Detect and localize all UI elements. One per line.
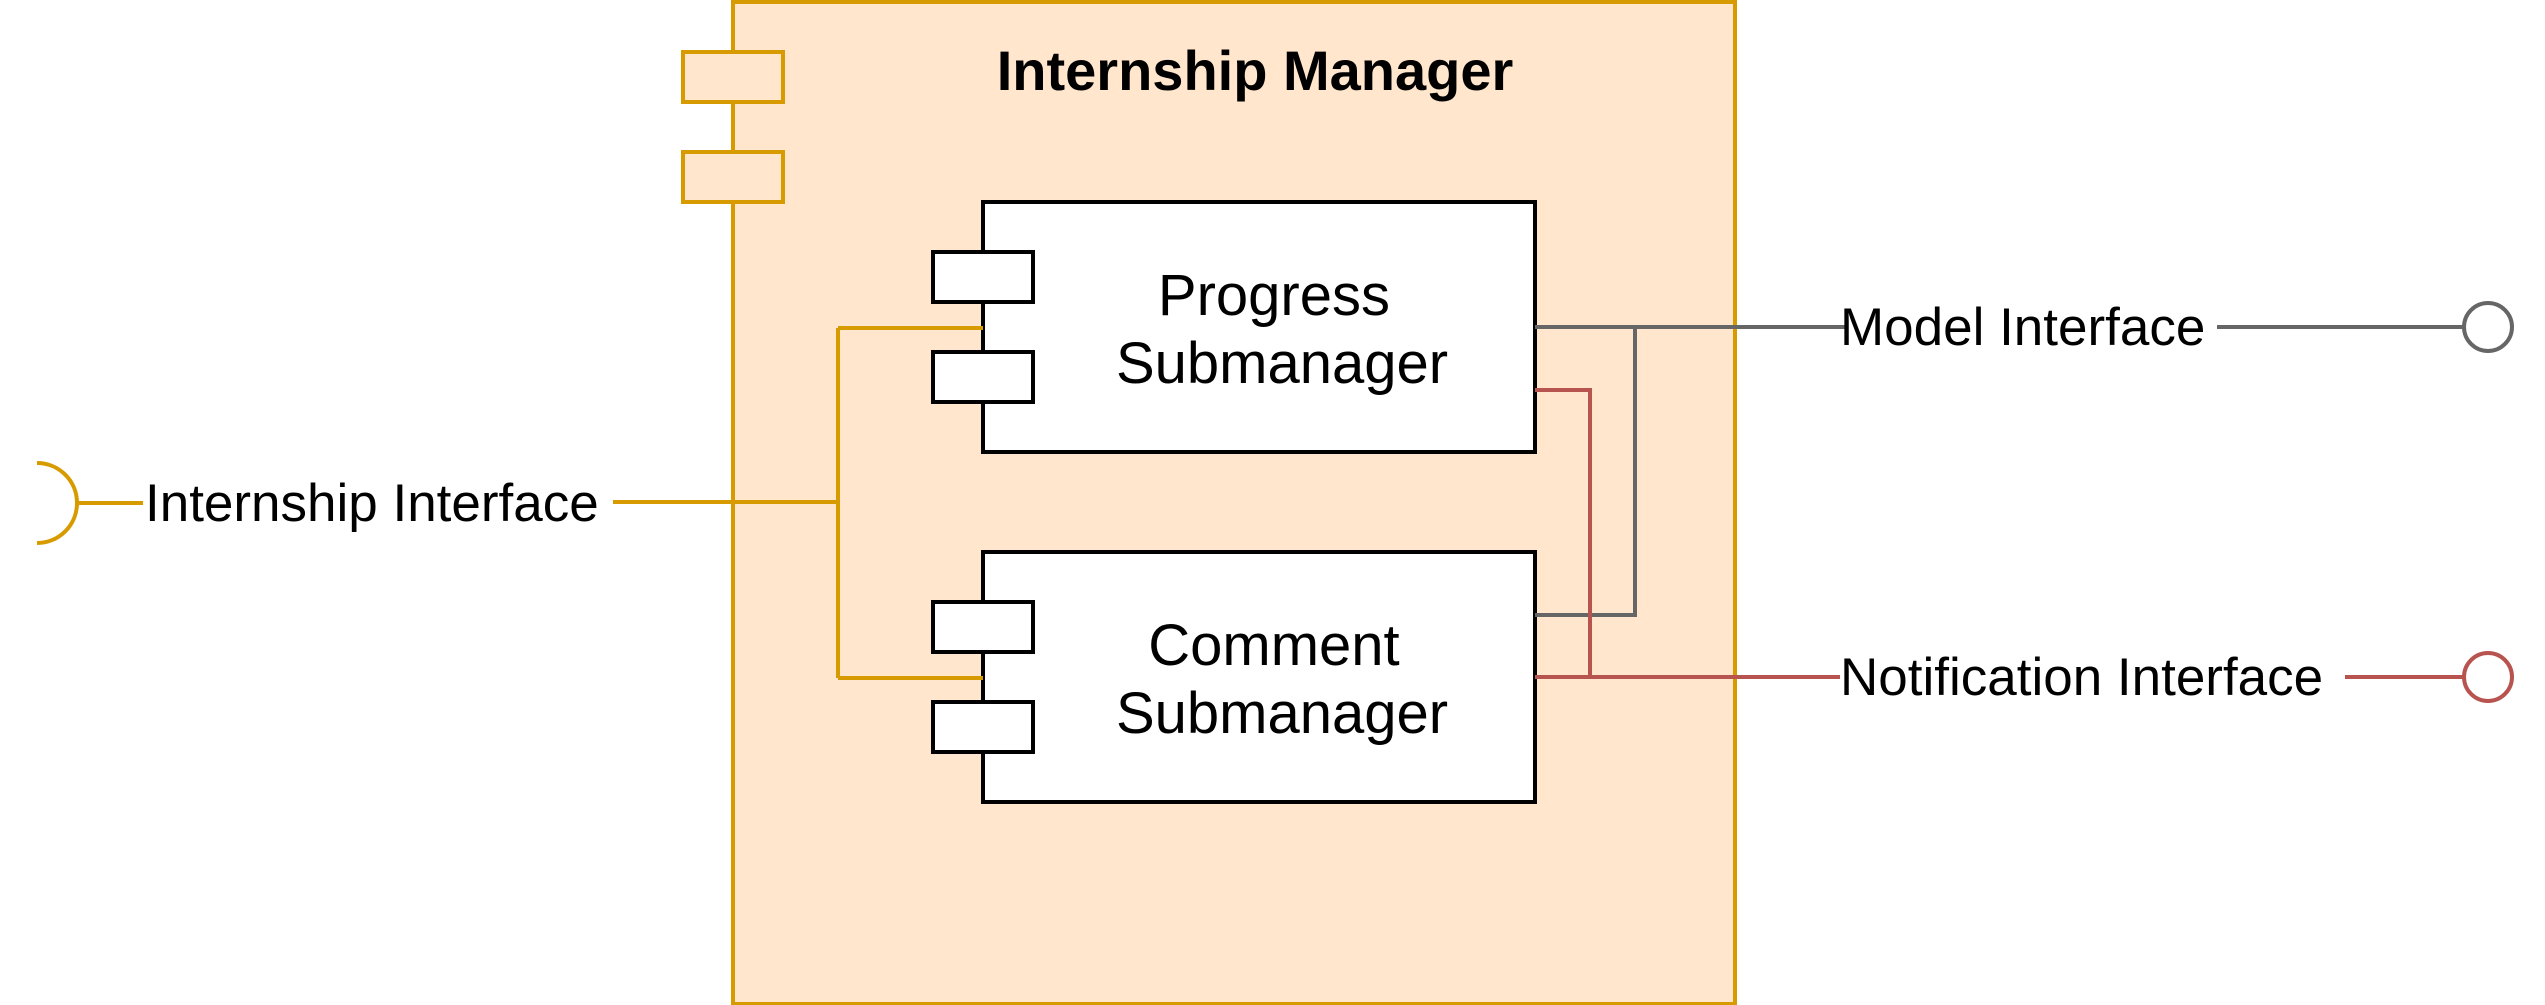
comment-to-model-link <box>1535 327 1637 617</box>
comment-submanager-label: Comment Submanager <box>1116 613 1448 746</box>
progress-submanager-label-line2: Submanager <box>1116 331 1448 396</box>
comment-submanager-label-line1: Comment <box>1148 613 1399 678</box>
notification-interface-lollipop-icon <box>2462 651 2514 703</box>
notification-interface-label: Notification Interface <box>1840 648 2323 707</box>
comment-submanager-port-top <box>931 600 1035 654</box>
internship-manager-port-bottom <box>681 150 785 204</box>
progress-to-notification-link <box>1535 388 1592 677</box>
progress-submanager-label-line1: Progress <box>1158 263 1390 328</box>
progress-submanager-body <box>981 200 1537 454</box>
comment-submanager-label-line2: Submanager <box>1116 681 1448 746</box>
internship-manager-title: Internship Manager <box>997 39 1514 102</box>
internship-manager-body <box>731 0 1737 1005</box>
comment-submanager-port-bottom <box>931 700 1035 754</box>
comment-submanager-component[interactable]: Comment Submanager <box>931 550 1537 804</box>
progress-submanager-port-top <box>931 250 1035 304</box>
notification-interface-connector[interactable] <box>1535 388 2514 703</box>
model-interface-label: Model Interface <box>1840 298 2205 357</box>
internship-interface-connector[interactable] <box>36 326 983 680</box>
internship-interface-socket-icon <box>36 461 79 545</box>
progress-submanager-port-bottom <box>931 350 1035 404</box>
progress-submanager-component[interactable]: Progress Submanager <box>931 200 1537 454</box>
internship-interface-label: Internship Interface <box>145 474 599 533</box>
internship-manager-port-top <box>681 50 785 104</box>
progress-submanager-label: Progress Submanager <box>1116 263 1448 396</box>
model-interface-lollipop-icon <box>2462 301 2514 353</box>
internship-manager-component[interactable]: Internship Manager <box>681 0 1737 1005</box>
model-interface-connector[interactable] <box>1535 301 2514 617</box>
